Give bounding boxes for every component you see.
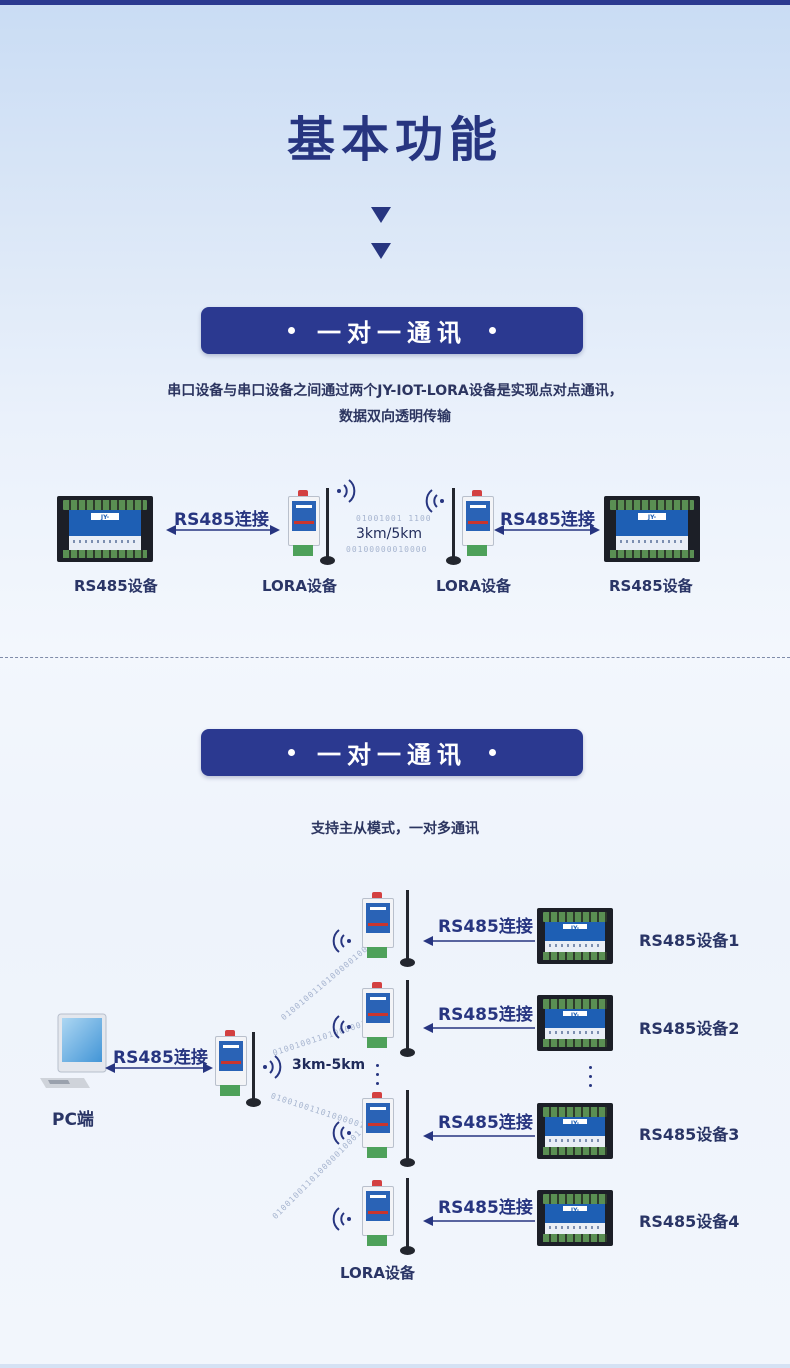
wireless-signal-icon: [330, 1012, 352, 1042]
wireless-signal-icon: [330, 1118, 352, 1148]
section-1-description-line-2: 数据双向透明传输: [0, 404, 790, 430]
top-accent-bar: [0, 0, 790, 5]
section-1-title-pill: 一对一通讯: [201, 307, 583, 354]
device-model-tag: JY-DAM0808D: [638, 513, 667, 519]
lora-device-label-left: LORA设备: [262, 575, 337, 596]
lora-device-label-right: LORA设备: [436, 575, 511, 596]
page-title: 基本功能: [0, 100, 790, 170]
section-divider: [0, 657, 790, 658]
distance-label: 3km/5km: [356, 526, 422, 542]
wireless-signal-icon: [262, 1052, 284, 1082]
distance-label: 3km-5km: [292, 1057, 365, 1073]
wireless-signal-icon: [336, 476, 358, 506]
pc-rs485-connection-label: RS485连接: [113, 1043, 208, 1068]
device-model-tag: JY-DAM0808D: [563, 1011, 587, 1016]
rs485-connection-label-left: RS485连接: [174, 505, 269, 530]
more-devices-ellipsis: [589, 1066, 592, 1087]
data-stream-text: 00100000010000: [346, 545, 427, 554]
arrow-down-icon: [371, 243, 391, 259]
section-2-title-pill: 一对一通讯: [201, 729, 583, 776]
rs485-device-image: JY-DAM0808D: [537, 908, 613, 964]
section-1-title: 一对一通讯: [317, 313, 467, 348]
device-model-tag: JY-DAM0808D: [563, 1206, 587, 1211]
more-devices-ellipsis: [376, 1064, 379, 1085]
rs485-connection-label-4: RS485连接: [438, 1193, 533, 1218]
section-2-title: 一对一通讯: [317, 735, 467, 770]
rs485-device-image: JY-DAM0808D: [537, 1103, 613, 1159]
rs485-device-label-4: RS485设备4: [639, 1208, 739, 1232]
pc-label: PC端: [52, 1105, 94, 1130]
section-2-description: 支持主从模式，一对多通讯: [0, 816, 790, 842]
bottom-accent-bar: [0, 1364, 790, 1368]
rs485-device-image: JY-DAM0808D: [537, 1190, 613, 1246]
lora-device-label: LORA设备: [340, 1262, 415, 1283]
device-model-tag: JY-DAM0808D: [91, 513, 120, 519]
data-stream-text: 01001001 1100: [356, 514, 432, 523]
rs485-device-image: JY-DAM0808D: [604, 496, 700, 562]
section-1-description-line-1: 串口设备与串口设备之间通过两个JY-IOT-LORA设备是实现点对点通讯，: [0, 378, 790, 404]
rs485-device-label-1: RS485设备1: [639, 927, 739, 951]
device-model-tag: JY-DAM0808D: [563, 1119, 587, 1124]
pc-icon: [38, 1012, 110, 1092]
bullet-icon: [288, 749, 295, 756]
rs485-device-image: JY-DAM0808D: [57, 496, 153, 562]
rs485-device-image: JY-DAM0808D: [537, 995, 613, 1051]
arrow-down-icon: [371, 207, 391, 223]
device-model-tag: JY-DAM0808D: [563, 924, 587, 929]
rs485-device-label-right: RS485设备: [609, 575, 693, 596]
rs485-connection-label-2: RS485连接: [438, 1000, 533, 1025]
wireless-signal-icon: [330, 1204, 352, 1234]
section-1-description: 串口设备与串口设备之间通过两个JY-IOT-LORA设备是实现点对点通讯， 数据…: [0, 378, 790, 430]
rs485-device-label-2: RS485设备2: [639, 1015, 739, 1039]
bullet-icon: [489, 327, 496, 334]
rs485-device-label-left: RS485设备: [74, 575, 158, 596]
rs485-connection-label-1: RS485连接: [438, 912, 533, 937]
bullet-icon: [489, 749, 496, 756]
bullet-icon: [288, 327, 295, 334]
rs485-device-label-3: RS485设备3: [639, 1121, 739, 1145]
wireless-signal-icon: [330, 926, 352, 956]
wireless-signal-icon: [423, 486, 445, 516]
rs485-connection-label-right: RS485连接: [500, 505, 595, 530]
rs485-connection-label-3: RS485连接: [438, 1108, 533, 1133]
